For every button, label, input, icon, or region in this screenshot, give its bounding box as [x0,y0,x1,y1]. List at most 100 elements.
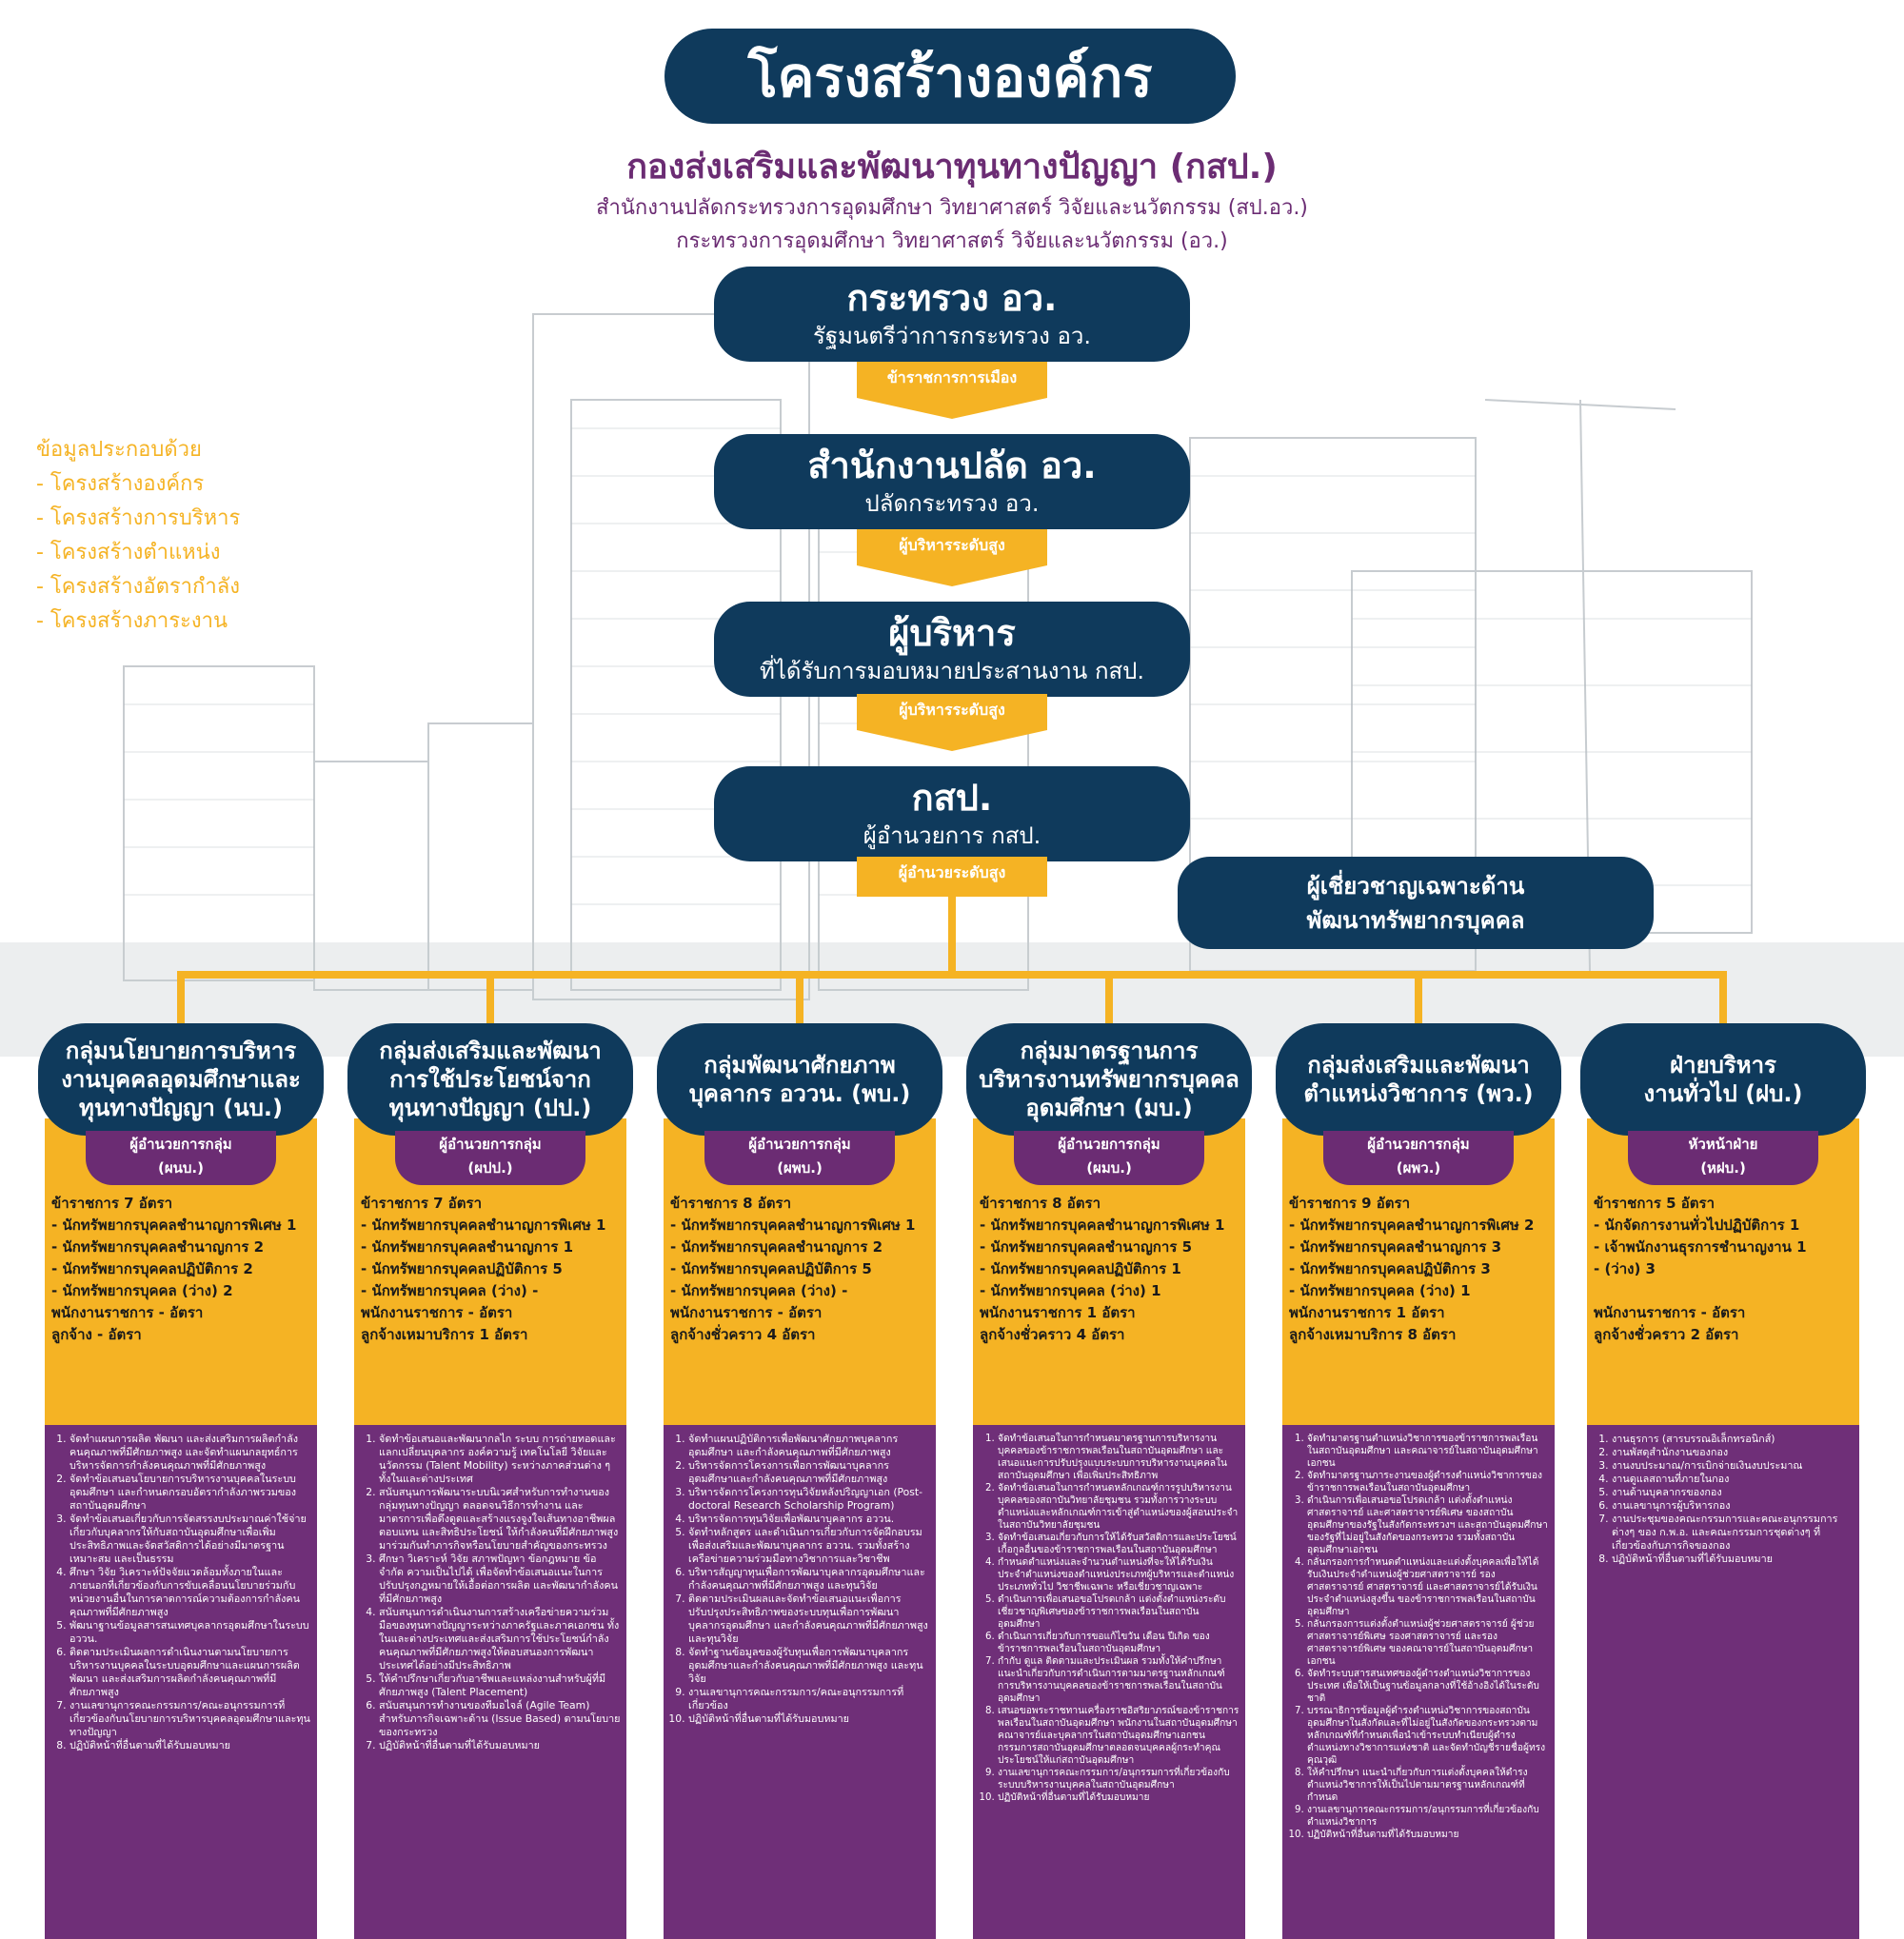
duty-item: จัดทำข้อเสนอเกี่ยวกับการจัดสรรงบประมาณค่… [69,1513,311,1566]
staff-line: - นักทรัพยากรบุคคลปฏิบัติการ 5 [361,1260,563,1277]
staff-list: ข้าราชการ 9 อัตรา - นักทรัพยากรบุคคลชำนา… [1289,1193,1552,1346]
staff-list: ข้าราชการ 8 อัตรา - นักทรัพยากรบุคคลชำนา… [980,1193,1242,1346]
duties-panel: งานธุรการ (สารบรรณอิเล็กทรอนิกส์) งานพัส… [1587,1425,1859,1939]
head-abbr: (ผมบ.) [1086,1159,1132,1177]
group-title-line: กลุ่มส่งเสริมและพัฒนา [379,1038,602,1064]
duty-item: จัดทำข้อเสนอเกี่ยวกับการให้ได้รับสวัสดิก… [998,1532,1240,1556]
level-subtitle: ที่ได้รับการมอบหมายประสานงาน กสป. [760,658,1144,684]
group-title-line: บริหารงานทรัพยากรบุคคล [979,1066,1240,1093]
duty-item: จัดทำข้อเสนอในการกำหนดหลักเกณฑ์การรูปบริ… [998,1482,1240,1532]
staff-line: - นักทรัพยากรบุคคล (ว่าง) 1 [1289,1282,1471,1299]
group-title-line: กลุ่มนโยบายการบริหาร [65,1038,297,1064]
head-title: หัวหน้าฝ่าย [1688,1136,1758,1153]
connector-line [177,971,185,1028]
level-title: กระทรวง อว. [846,277,1058,319]
duty-item: ให้คำปรึกษาเกี่ยวกับอาชีพและแหล่งงานสำหร… [379,1672,621,1699]
duty-item: จัดทำข้อเสนอในการกำหนดมาตรฐานการบริหารงา… [998,1433,1240,1482]
duty-item: ปฏิบัติหน้าที่อื่นตามที่ได้รับมอบหมาย [69,1739,311,1752]
connector-line [948,895,956,977]
group-title-line: บุคลากร อววน. (พบ.) [688,1080,911,1107]
group-title-line: กลุ่มมาตรฐานการ [1020,1038,1199,1064]
staff-line: - นักทรัพยากรบุคคลปฏิบัติการ 1 [980,1260,1181,1277]
duty-item: ปฏิบัติหน้าที่อื่นตามที่ได้รับมอบหมาย [998,1791,1240,1804]
duty-item: ปฏิบัติหน้าที่อื่นตามที่ได้รับมอบหมาย [1307,1829,1549,1841]
duty-item: จัดทำมาตรฐานตำแหน่งวิชาการของข้าราชการพล… [1307,1433,1549,1470]
staff-line: - นักทรัพยากรบุคคลชำนาญการพิเศษ 2 [1289,1217,1535,1234]
staff-line: - นักทรัพยากรบุคคล (ว่าง) - [361,1282,539,1299]
staff-line: - นักทรัพยากรบุคคลปฏิบัติการ 5 [670,1260,872,1277]
page-title: โครงสร้างองค์กร [664,29,1236,124]
staff-line: ลูกจ้างเหมาบริการ 1 อัตรา [361,1326,528,1343]
level-tag: ผู้อำนวยระดับสูง [857,857,1047,897]
group-title-line: กลุ่มพัฒนาศักยภาพ [704,1052,896,1078]
connector-line [1415,971,1422,1028]
staff-line: ลูกจ้างชั่วคราว 4 อัตรา [670,1326,816,1343]
duties-panel: จัดทำข้อเสนอในการกำหนดมาตรฐานการบริหารงา… [973,1425,1245,1939]
duty-item: จัดทำระบบสารสนเทศของผู้ดำรงตำแหน่งวิชากา… [1307,1668,1549,1705]
staff-line: - เจ้าพนักงานธุรการชำนาญงาน 1 [1594,1238,1807,1256]
duty-item: ศึกษา วิเคราะห์ วิจัย สภาพปัญหา ข้อกฎหมา… [379,1553,621,1606]
level-title: สำนักงานปลัด อว. [807,445,1097,486]
group-title-line: ทุนทางปัญญา (นบ.) [79,1095,283,1121]
office-name: สำนักงานปลัดกระทรวงการอุดมศึกษา วิทยาศาส… [596,196,1308,220]
duty-item: กำหนดตำแหน่งและจำนวนตำแหน่งที่จะให้ได้รั… [998,1556,1240,1593]
ministry-name: กระทรวงการอุดมศึกษา วิทยาศาสตร์ วิจัยและ… [676,229,1228,253]
head-abbr: (หฝบ.) [1700,1159,1746,1177]
duty-item: ปฏิบัติหน้าที่อื่นตามที่ได้รับมอบหมาย [379,1739,621,1752]
duty-item: ให้คำปรึกษา แนะนำเกี่ยวกับการแต่งตั้งบุค… [1307,1767,1549,1804]
info-item: - โครงสร้างองค์กร [36,472,205,496]
connector-line [486,971,494,1028]
group-title-line: งานทั่วไป (ฝบ.) [1643,1080,1803,1107]
duty-item: จัดทำมาตรฐานภาระงานของผู้ดำรงตำแหน่งวิชา… [1307,1470,1549,1494]
duty-item: ดำเนินการเกี่ยวกับการขอแก้ไขวัน เดือน ปี… [998,1631,1240,1655]
group-title-box: กลุ่มนโยบายการบริหาร งานบุคคลอุดมศึกษาแล… [38,1023,324,1136]
duty-item: กำกับ ดูแล ติดตามและประเมินผล รวมทั้งให้… [998,1655,1240,1705]
staff-line: - นักทรัพยากรบุคคลชำนาญการพิเศษ 1 [51,1217,297,1234]
staff-list: ข้าราชการ 7 อัตรา - นักทรัพยากรบุคคลชำนา… [361,1193,624,1346]
level-tag: ข้าราชการการเมือง [857,362,1047,398]
group-title-line: กลุ่มส่งเสริมและพัฒนา [1307,1052,1530,1078]
group-title-box: กลุ่มส่งเสริมและพัฒนา ตำแหน่งวิชาการ (พว… [1276,1023,1561,1136]
duty-item: สนับสนุนการดำเนินงานการสร้างเครือข่ายควา… [379,1606,621,1672]
level-tag: ผู้บริหารระดับสูง [857,529,1047,565]
staff-line: - นักทรัพยากรบุคคลชำนาญการ 2 [51,1238,265,1256]
group-title-box: กลุ่มมาตรฐานการ บริหารงานทรัพยากรบุคคล อ… [966,1023,1252,1136]
head-abbr: (ผปป.) [467,1159,513,1177]
head-badge: ผู้อำนวยการกลุ่ม (ผปป.) [395,1131,585,1185]
staff-line: ข้าราชการ 7 อัตรา [51,1195,173,1212]
staff-line: ข้าราชการ 5 อัตรา [1594,1195,1716,1212]
duty-item: กลั่นกรองการกำหนดตำแหน่งและแต่งตั้งบุคคล… [1307,1556,1549,1618]
duty-item: เสนอขอพระราชทานเครื่องราชอิสริยาภรณ์ของข… [998,1705,1240,1767]
expert-box: ผู้เชี่ยวชาญเฉพาะด้าน พัฒนาทรัพยากรบุคคล [1178,857,1654,949]
group-title-line: ทุนทางปัญญา (ปป.) [388,1095,592,1121]
staff-line: พนักงานราชการ - อัตรา [1594,1304,1746,1321]
duty-item: สนับสนุนการทำงานของทีมอไจล์ (Agile Team)… [379,1699,621,1739]
staff-line: - นักทรัพยากรบุคคลชำนาญการพิเศษ 1 [980,1217,1225,1234]
arrow-down-icon [857,398,1047,419]
staff-line: พนักงานราชการ - อัตรา [51,1304,204,1321]
head-abbr: (ผพว.) [1396,1159,1441,1177]
staff-line: - นักทรัพยากรบุคคล (ว่าง) - [670,1282,848,1299]
level-executive: ผู้บริหาร ที่ได้รับการมอบหมายประสานงาน ก… [714,602,1190,697]
head-title: ผู้อำนวยการกลุ่ม [439,1136,542,1153]
staff-list: ข้าราชการ 8 อัตรา - นักทรัพยากรบุคคลชำนา… [670,1193,933,1346]
info-item: - โครงสร้างภาระงาน [36,609,228,633]
head-badge: หัวหน้าฝ่าย (หฝบ.) [1628,1131,1818,1185]
level-tag: ผู้บริหารระดับสูง [857,694,1047,730]
group-title-line: งานบุคคลอุดมศึกษาและ [61,1066,301,1093]
group-title-box: กลุ่มส่งเสริมและพัฒนา การใช้ประโยชน์จาก … [347,1023,633,1136]
arrow-down-icon [857,730,1047,751]
duty-item: งานประชุมของคณะกรรมการและคณะอนุกรรมการต่… [1612,1513,1854,1553]
level-subtitle: รัฐมนตรีว่าการกระทรวง อว. [812,323,1092,349]
expert-line1: ผู้เชี่ยวชาญเฉพาะด้าน [1306,872,1525,900]
duty-item: บรรณาธิการข้อมูลผู้ดำรงตำแหน่งวิชาการของ… [1307,1705,1549,1767]
head-title: ผู้อำนวยการกลุ่ม [1058,1136,1160,1153]
duty-item: ดำเนินการเพื่อเสนอขอโปรดเกล้า แต่งตั้งตำ… [998,1593,1240,1631]
staff-line: - นักทรัพยากรบุคคลชำนาญการพิเศษ 1 [670,1217,916,1234]
duties-panel: จัดทำข้อเสนอและพัฒนากลไก ระบบ การถ่ายทอด… [354,1425,626,1939]
duty-item: ติดตามประเมินผลการดำเนินงานตามนโยบายการบ… [69,1646,311,1699]
division-name: กองส่งเสริมและพัฒนาทุนทางปัญญา (กสป.) [626,148,1278,187]
head-abbr: (ผนบ.) [158,1159,204,1177]
duty-item: ศึกษา วิจัย วิเคราะห์ปัจจัยแวดล้อมทั้งภา… [69,1566,311,1619]
duty-item: งานเลขานุการคณะกรรมการ/คณะอนุกรรมการที่เ… [69,1699,311,1739]
